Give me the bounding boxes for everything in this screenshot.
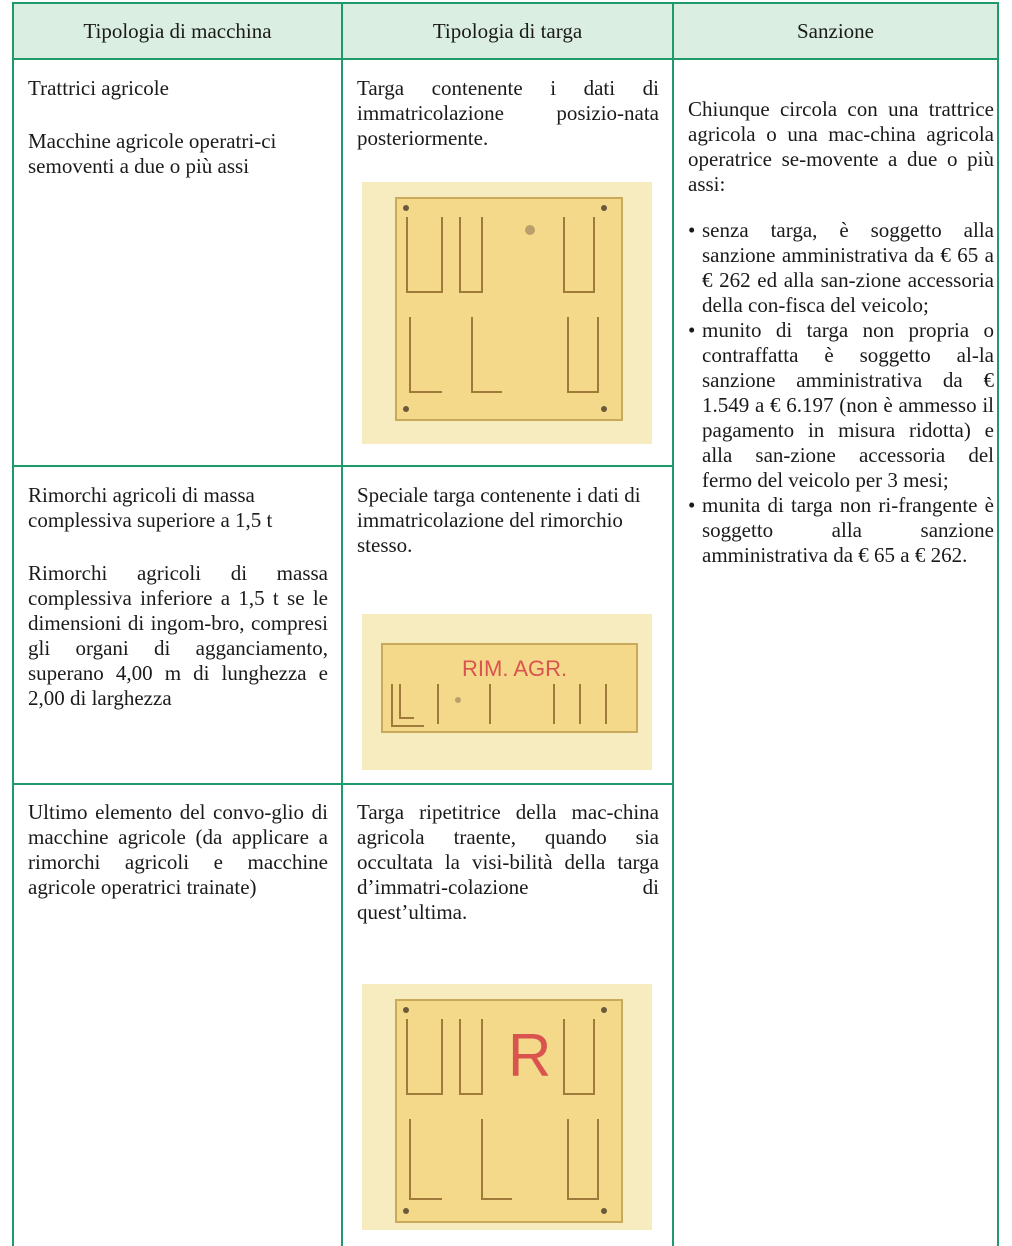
row-3-plate-cell: Targa ripetitrice della mac-china agrico… (357, 800, 659, 925)
plate-description: Targa ripetitrice della mac-china agrico… (357, 800, 659, 924)
bullet-icon: • (688, 318, 696, 342)
header-sanction: Sanzione (797, 18, 874, 43)
plate-description: Targa contenente i dati di immatricolazi… (357, 76, 659, 150)
sanction-cell: Chiunque circola con una trattrice agric… (688, 76, 994, 568)
rear-plate-image (362, 182, 652, 444)
trailer-plate-image: RIM. AGR. (362, 614, 652, 770)
column-1-divider (341, 2, 343, 1246)
sanction-intro: Chiunque circola con una trattrice agric… (688, 97, 994, 196)
row-1-machine-cell: Trattrici agricole Macchine agricole ope… (28, 76, 328, 179)
bullet-icon: • (688, 218, 696, 242)
machine-type-text: Ultimo elemento del convo-glio di macchi… (28, 800, 328, 899)
plate-description: Speciale targa contenente i dati di imma… (357, 483, 641, 557)
plate-label-text: RIM. AGR. (462, 656, 567, 681)
sanction-list: •senza targa, è soggetto alla sanzione a… (688, 218, 994, 568)
machine-type-text: Macchine agricole operatri-ci semoventi … (28, 129, 277, 178)
sanction-item: •munito di targa non propria o contraffa… (688, 318, 994, 492)
bullet-icon: • (688, 493, 696, 517)
column-2-divider (672, 2, 674, 1246)
table-right-border (997, 2, 999, 1246)
header-plate-type: Tipologia di targa (432, 18, 583, 43)
machine-type-text: Rimorchi agricoli di massa complessiva i… (28, 561, 328, 710)
row-2-machine-cell: Rimorchi agricoli di massa complessiva s… (28, 483, 328, 711)
row-1-plate-cell: Targa contenente i dati di immatricolazi… (357, 76, 659, 151)
table-top-border (12, 2, 999, 4)
row-3-machine-cell: Ultimo elemento del convo-glio di macchi… (28, 800, 328, 900)
table-header-background (12, 3, 999, 59)
header-machine-type: Tipologia di macchina (83, 18, 272, 43)
sanction-item: •munita di targa non ri-frangente è sogg… (688, 493, 994, 567)
sanction-item: •senza targa, è soggetto alla sanzione a… (688, 218, 994, 317)
machine-type-text: Rimorchi agricoli di massa complessiva s… (28, 483, 273, 532)
machine-type-text: Trattrici agricole (28, 76, 169, 100)
row-2-plate-cell: Speciale targa contenente i dati di imma… (357, 483, 659, 558)
header-bottom-border (12, 58, 999, 60)
table-left-border (12, 2, 14, 1246)
repeater-plate-image: R (362, 984, 652, 1230)
plate-label-text: R (508, 1022, 551, 1089)
